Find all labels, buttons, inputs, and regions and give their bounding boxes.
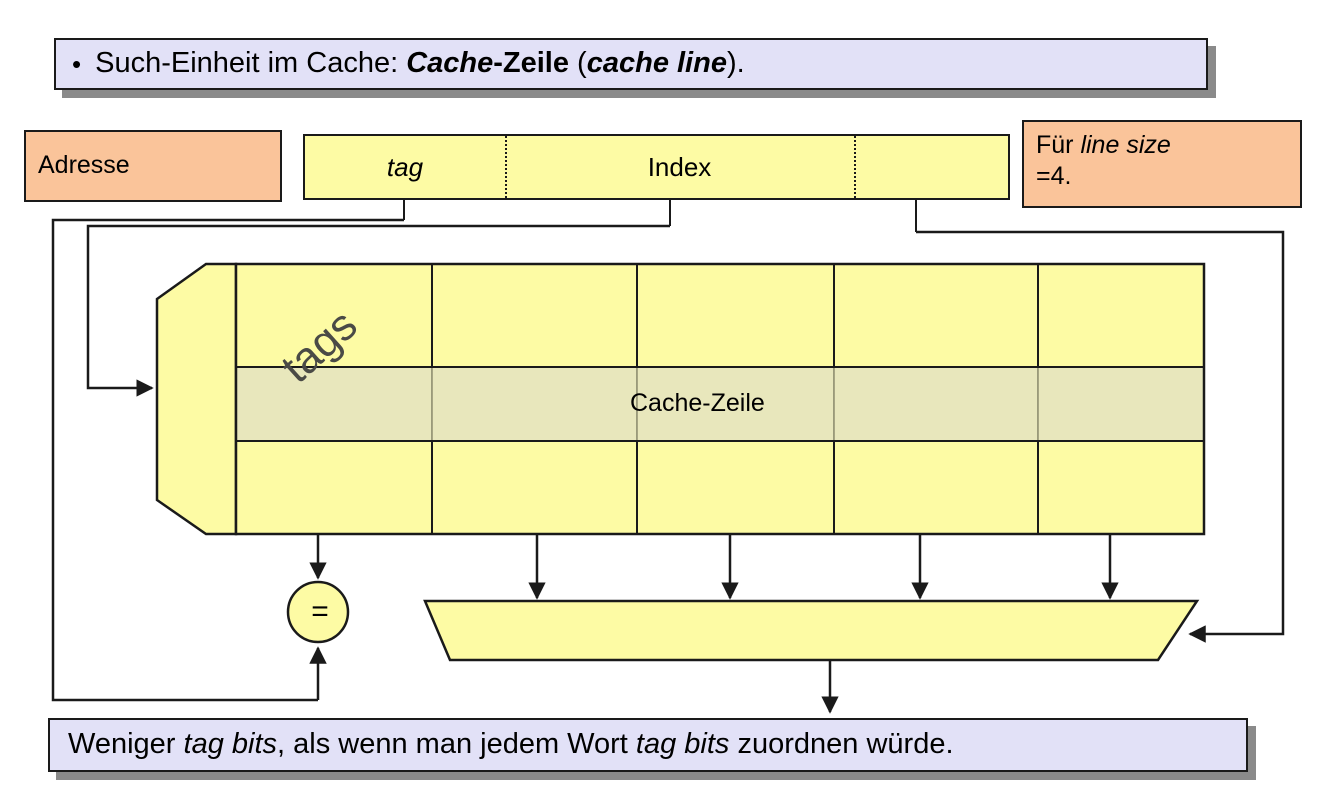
cache-cell <box>636 440 835 535</box>
address-segment-index: Index <box>505 136 854 198</box>
title-paren-close: ). <box>726 47 745 80</box>
note-italic: line size <box>1080 131 1171 159</box>
cache-cell-highlighted <box>431 366 638 442</box>
cache-cell <box>636 263 835 368</box>
cache-cell-highlighted <box>1037 366 1205 442</box>
address-divider-2 <box>854 136 856 198</box>
multiplexer <box>423 599 1200 662</box>
footer-callout: Weniger tag bits, als wenn man jedem Wor… <box>48 718 1248 772</box>
cache-cell <box>1037 440 1205 535</box>
cache-cell <box>833 440 1039 535</box>
title-bold-italic-2: cache line <box>586 47 727 80</box>
line-size-note: Für line size =4. <box>1022 120 1302 208</box>
address-segment-tag: tag <box>305 136 505 198</box>
footer-italic1: tag bits <box>183 728 278 761</box>
footer-part2: , als wenn man jedem Wort <box>277 728 636 761</box>
cache-cell-highlighted <box>833 366 1039 442</box>
note-suffix: =4. <box>1036 162 1072 191</box>
connector-offset-to-mux <box>916 230 1285 643</box>
footer-part3: zuordnen würde. <box>729 728 954 761</box>
title-bold: -Zeile <box>493 47 569 80</box>
title-text: Such-Einheit im Cache: Cache-Zeile (cach… <box>95 47 745 80</box>
address-field: tag Index <box>303 134 1010 200</box>
tags-label: tags <box>272 300 367 393</box>
cache-cell-highlighted <box>235 366 433 442</box>
tags-block <box>155 262 238 536</box>
connector-tag-to-comparator <box>51 218 404 702</box>
cache-cell <box>833 263 1039 368</box>
title-bold-italic: Cache <box>406 47 494 80</box>
title-callout: • Such-Einheit im Cache: Cache-Zeile (ca… <box>54 38 1208 90</box>
cache-cell <box>235 440 433 535</box>
title-paren-open: ( <box>569 47 587 80</box>
footer-text: Weniger tag bits, als wenn man jedem Wor… <box>68 728 954 761</box>
adresse-label: Adresse <box>38 151 130 180</box>
bullet-icon: • <box>72 49 82 79</box>
address-tick-marks <box>403 200 917 232</box>
connectors-data-to-mux <box>528 534 1119 600</box>
address-segment-index-label: Index <box>647 151 712 182</box>
footer-italic2: tag bits <box>635 728 730 761</box>
address-segment-tag-label: tag <box>386 151 424 182</box>
cache-cell <box>431 263 638 368</box>
comparator-symbol: = <box>311 595 329 628</box>
cache-line-label: Cache-Zeile <box>630 389 765 417</box>
footer-part1: Weniger <box>68 728 184 761</box>
connector-index-to-tags <box>86 224 670 397</box>
title-prefix: Such-Einheit im Cache: <box>95 47 407 80</box>
cache-cell <box>1037 263 1205 368</box>
adresse-box: Adresse <box>24 130 282 202</box>
address-divider-1 <box>505 136 507 198</box>
cache-cell <box>431 440 638 535</box>
note-prefix: Für <box>1036 131 1081 159</box>
address-segment-offset <box>854 136 1008 198</box>
